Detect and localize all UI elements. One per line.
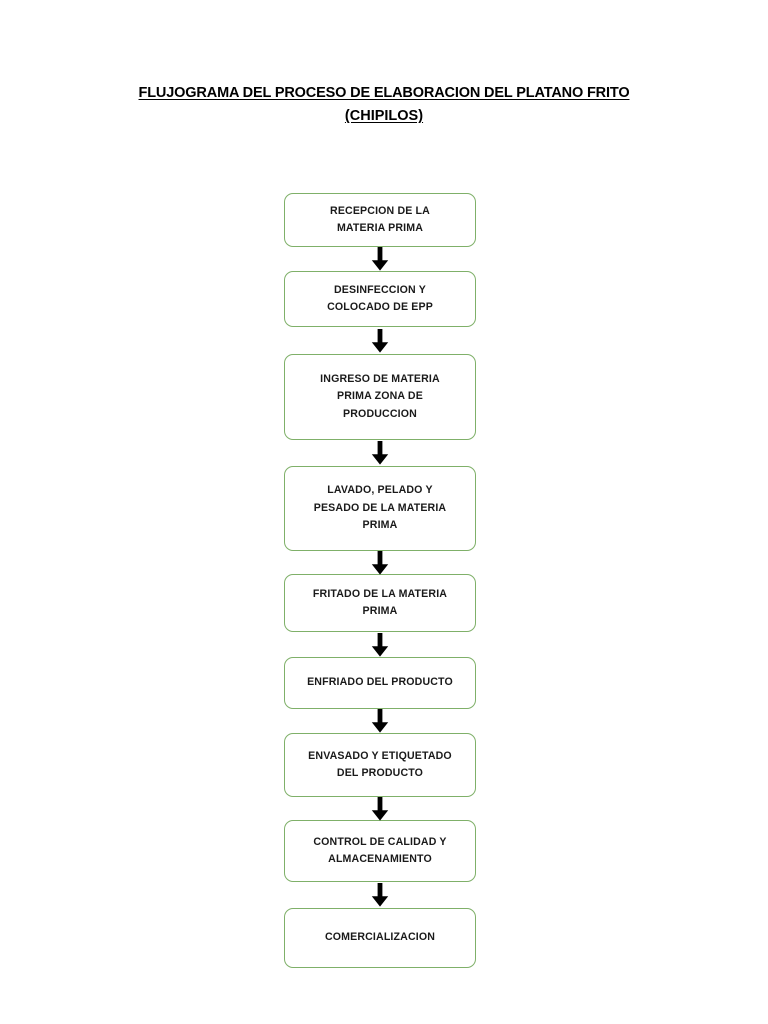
- flow-node-step-4: LAVADO, PELADO Y PESADO DE LA MATERIA PR…: [284, 466, 476, 551]
- flow-node-label: COMERCIALIZACION: [324, 931, 436, 944]
- flow-connector-8: [284, 882, 476, 908]
- flow-node-label: ENVASADO Y ETIQUETADO DEL PRODUCTO: [308, 749, 452, 780]
- down-arrow-icon: [371, 709, 389, 733]
- flow-node-label: FRITADO DE LA MATERIA PRIMA: [312, 587, 448, 618]
- flow-node-step-2: DESINFECCION Y COLOCADO DE EPP: [284, 271, 476, 327]
- flow-node-label: CONTROL DE CALIDAD Y ALMACENAMIENTO: [313, 835, 447, 866]
- flowchart: RECEPCION DE LA MATERIA PRIMA DESINFECCI…: [284, 193, 476, 968]
- down-arrow-icon: [371, 441, 389, 465]
- flow-connector-3: [284, 440, 476, 466]
- flow-node-step-9: COMERCIALIZACION: [284, 908, 476, 968]
- flow-node-label: LAVADO, PELADO Y PESADO DE LA MATERIA PR…: [313, 484, 447, 532]
- down-arrow-icon: [371, 796, 389, 821]
- flow-node-label: ENFRIADO DEL PRODUCTO: [307, 676, 453, 689]
- flow-node-step-6: ENFRIADO DEL PRODUCTO: [284, 657, 476, 709]
- down-arrow-icon: [371, 328, 389, 353]
- flow-connector-7: [284, 796, 476, 821]
- flow-connector-5: [284, 632, 476, 657]
- flow-node-step-5: FRITADO DE LA MATERIA PRIMA: [284, 574, 476, 632]
- flow-connector-2: [284, 327, 476, 354]
- page-title-line-2: (CHIPILOS): [344, 108, 424, 124]
- down-arrow-icon: [371, 247, 389, 271]
- flow-node-step-8: CONTROL DE CALIDAD Y ALMACENAMIENTO: [284, 820, 476, 882]
- flow-node-label: RECEPCION DE LA MATERIA PRIMA: [330, 204, 430, 235]
- flow-connector-1: [284, 247, 476, 271]
- flow-node-step-1: RECEPCION DE LA MATERIA PRIMA: [284, 193, 476, 247]
- flow-node-step-3: INGRESO DE MATERIA PRIMA ZONA DE PRODUCC…: [284, 354, 476, 440]
- page-title: FLUJOGRAMA DEL PROCESO DE ELABORACION DE…: [120, 82, 648, 128]
- flow-node-label: DESINFECCION Y COLOCADO DE EPP: [327, 283, 433, 314]
- flow-node-step-7: ENVASADO Y ETIQUETADO DEL PRODUCTO: [284, 733, 476, 797]
- page-title-line-1: FLUJOGRAMA DEL PROCESO DE ELABORACION DE…: [138, 85, 630, 101]
- flow-connector-4: [284, 550, 476, 575]
- flow-node-label: INGRESO DE MATERIA PRIMA ZONA DE PRODUCC…: [320, 372, 440, 420]
- flow-connector-6: [284, 709, 476, 733]
- down-arrow-icon: [371, 883, 389, 907]
- down-arrow-icon: [371, 550, 389, 575]
- down-arrow-icon: [371, 632, 389, 657]
